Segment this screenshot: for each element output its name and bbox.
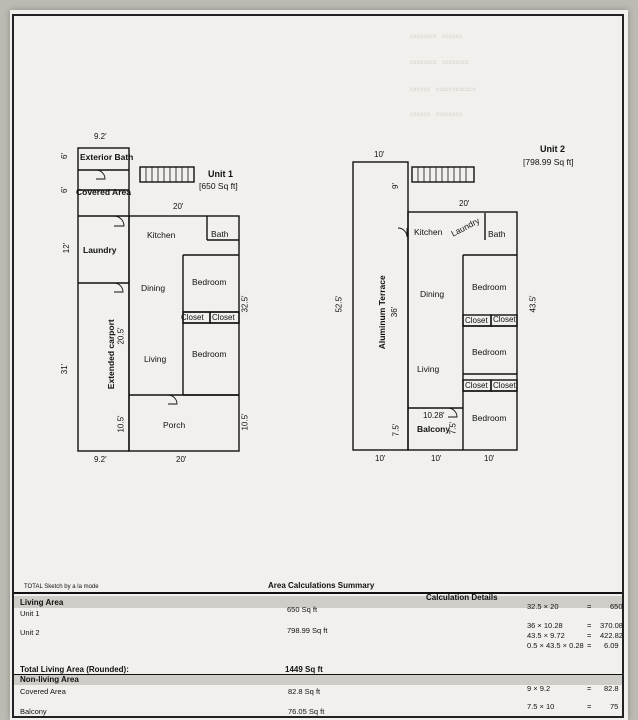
nonliving-row-label: Balcony	[20, 707, 47, 716]
u1-room-living: Living	[144, 354, 167, 364]
calc-result: 370.08	[600, 621, 623, 630]
nonliving-row-value: 76.05 Sq ft	[288, 707, 325, 716]
calc-eq: =	[587, 602, 592, 611]
u1-room-kitchen: Kitchen	[147, 230, 176, 240]
u1-dim-kitchen-top: 20'	[173, 202, 184, 211]
calc-result: 422.82	[600, 631, 623, 640]
u1-room-covered-area: Covered Area	[76, 187, 131, 197]
u2-closet-1: Closet	[465, 316, 488, 325]
u1-room-laundry: Laundry	[83, 245, 117, 255]
row-value: 650 Sq ft	[287, 605, 318, 614]
u2-closet-4: Closet	[493, 381, 516, 390]
calc-expr: 9 × 9.2	[527, 684, 551, 693]
unit1-main	[128, 215, 240, 452]
u1-dim-bottom-left: 9.2'	[94, 455, 107, 464]
row-label: Unit 2	[20, 628, 40, 637]
u1-room-exterior-bath: Exterior Bath	[80, 152, 134, 162]
u1-dim-right-b: 10.5'	[240, 413, 250, 431]
u1-dim-ext-b: 6'	[59, 187, 69, 193]
u2-room-living: Living	[417, 364, 440, 374]
u2-closet-3: Closet	[465, 381, 488, 390]
u1-dim-top: 9.2'	[94, 132, 107, 141]
total-living-label: Total Living Area (Rounded):	[20, 665, 129, 674]
u2-dim-mid: 36'	[390, 306, 400, 318]
row-label: Unit 1	[20, 609, 40, 618]
u2-dim-left: 52.5'	[334, 295, 344, 313]
u1-area: [650 Sq ft]	[199, 181, 238, 191]
u2-dim-top-left: 10'	[374, 150, 385, 159]
show-through: ▭▭▭ ▭▭▭▭	[410, 111, 463, 118]
u2-dim-lower-left: 7.5'	[391, 423, 401, 437]
calc-expr: 7.5 × 10	[527, 702, 555, 711]
u2-room-balcony: Balcony	[417, 424, 451, 434]
nonliving-header: Non-living Area	[20, 675, 79, 684]
u2-room-bedroom-3: Bedroom	[472, 413, 507, 423]
calc-expr: 32.5 × 20	[527, 602, 559, 611]
u1-title: Unit 1	[208, 169, 234, 179]
u1-room-dining: Dining	[141, 283, 166, 293]
u2-room-bedroom-1: Bedroom	[472, 282, 507, 292]
calc-expr: 43.5 × 9.72	[527, 631, 565, 640]
nonliving-band	[14, 675, 622, 685]
total-divider	[14, 674, 622, 675]
u2-room-bedroom-2: Bedroom	[472, 347, 507, 357]
u1-dim-bottom-right: 20'	[176, 455, 187, 464]
u2-dim-bottom-l: 10'	[375, 454, 386, 463]
summary-divider	[14, 592, 622, 594]
calc-result: 650	[610, 602, 623, 611]
u2-dim-bottom-r: 10'	[484, 454, 495, 463]
u1-dim-mid-b: 10.5'	[116, 415, 126, 433]
u2-room-bath: Bath	[488, 229, 506, 239]
calc-eq: =	[587, 631, 592, 640]
u1-dim-laundry-left: 12'	[62, 242, 72, 254]
page-frame	[12, 14, 624, 718]
calc-details-header: Calculation Details	[426, 593, 498, 602]
calc-expr: 0.5 × 43.5 × 0.28	[527, 641, 584, 650]
u1-room-carport: Extended carport	[105, 319, 116, 390]
u2-dim-top-mid: 20'	[459, 199, 470, 208]
u2-dim-balcony-w: 10.28'	[423, 411, 445, 420]
u1-dim-right-long: 32.5'	[240, 295, 250, 313]
show-through: ▭▭▭▭ ▭▭▭▭	[410, 59, 469, 66]
u2-dim-right: 43.5'	[528, 295, 538, 313]
nonliving-row-label: Covered Area	[20, 687, 66, 696]
living-area-header: Living Area	[20, 598, 64, 607]
calc-expr: 36 × 10.28	[527, 621, 563, 630]
floor-plan-drawing	[77, 147, 518, 452]
u2-title: Unit 2	[540, 144, 566, 154]
calc-eq: =	[587, 702, 592, 711]
calc-eq: =	[587, 684, 592, 693]
sketch-sheet: ▭▭▭▭ ▭▭▭ ▭▭▭▭ ▭▭▭▭ ▭▭▭ ▭▭▭▭▭▭ ▭▭▭ ▭▭▭▭	[10, 10, 628, 720]
u2-dim-upper: 9'	[390, 183, 400, 189]
u1-room-porch: Porch	[163, 420, 186, 430]
u1-closet-1: Closet	[181, 313, 204, 322]
u1-room-bedroom-2: Bedroom	[192, 349, 227, 359]
u1-closet-2: Closet	[212, 313, 235, 322]
living-area-band	[14, 596, 622, 608]
u1-room-bedroom-1: Bedroom	[192, 277, 227, 287]
calc-eq: =	[587, 641, 592, 650]
summary-title: Area Calculations Summary	[268, 581, 375, 590]
row-value: 798.99 Sq ft	[287, 626, 328, 635]
calc-result: 82.8	[604, 684, 619, 693]
u2-room-terrace: Aluminum Terrace	[376, 275, 387, 350]
u2-room-kitchen: Kitchen	[414, 227, 443, 237]
u1-dim-ext-a: 6'	[59, 153, 69, 159]
sketch-credit: TOTAL Sketch by a la mode	[24, 584, 99, 590]
u1-dim-mid-a: 20.5'	[116, 327, 126, 345]
calc-result: 6.09	[604, 641, 619, 650]
u2-closet-2: Closet	[493, 315, 516, 324]
total-living-value: 1449 Sq ft	[285, 665, 323, 674]
u2-room-dining: Dining	[420, 289, 445, 299]
u2-dim-bottom-m: 10'	[431, 454, 442, 463]
u2-area: [798.99 Sq ft]	[523, 157, 574, 167]
calc-result: 75	[610, 702, 619, 711]
u1-room-bath: Bath	[211, 229, 229, 239]
u1-dim-left-long: 31'	[60, 363, 70, 375]
show-through: ▭▭▭ ▭▭▭▭▭▭	[410, 86, 476, 93]
u2-dim-balcony-h: 7.5'	[448, 421, 458, 435]
nonliving-row-value: 82.8 Sq ft	[288, 687, 321, 696]
calc-eq: =	[587, 621, 592, 630]
show-through: ▭▭▭▭ ▭▭▭	[410, 33, 463, 40]
